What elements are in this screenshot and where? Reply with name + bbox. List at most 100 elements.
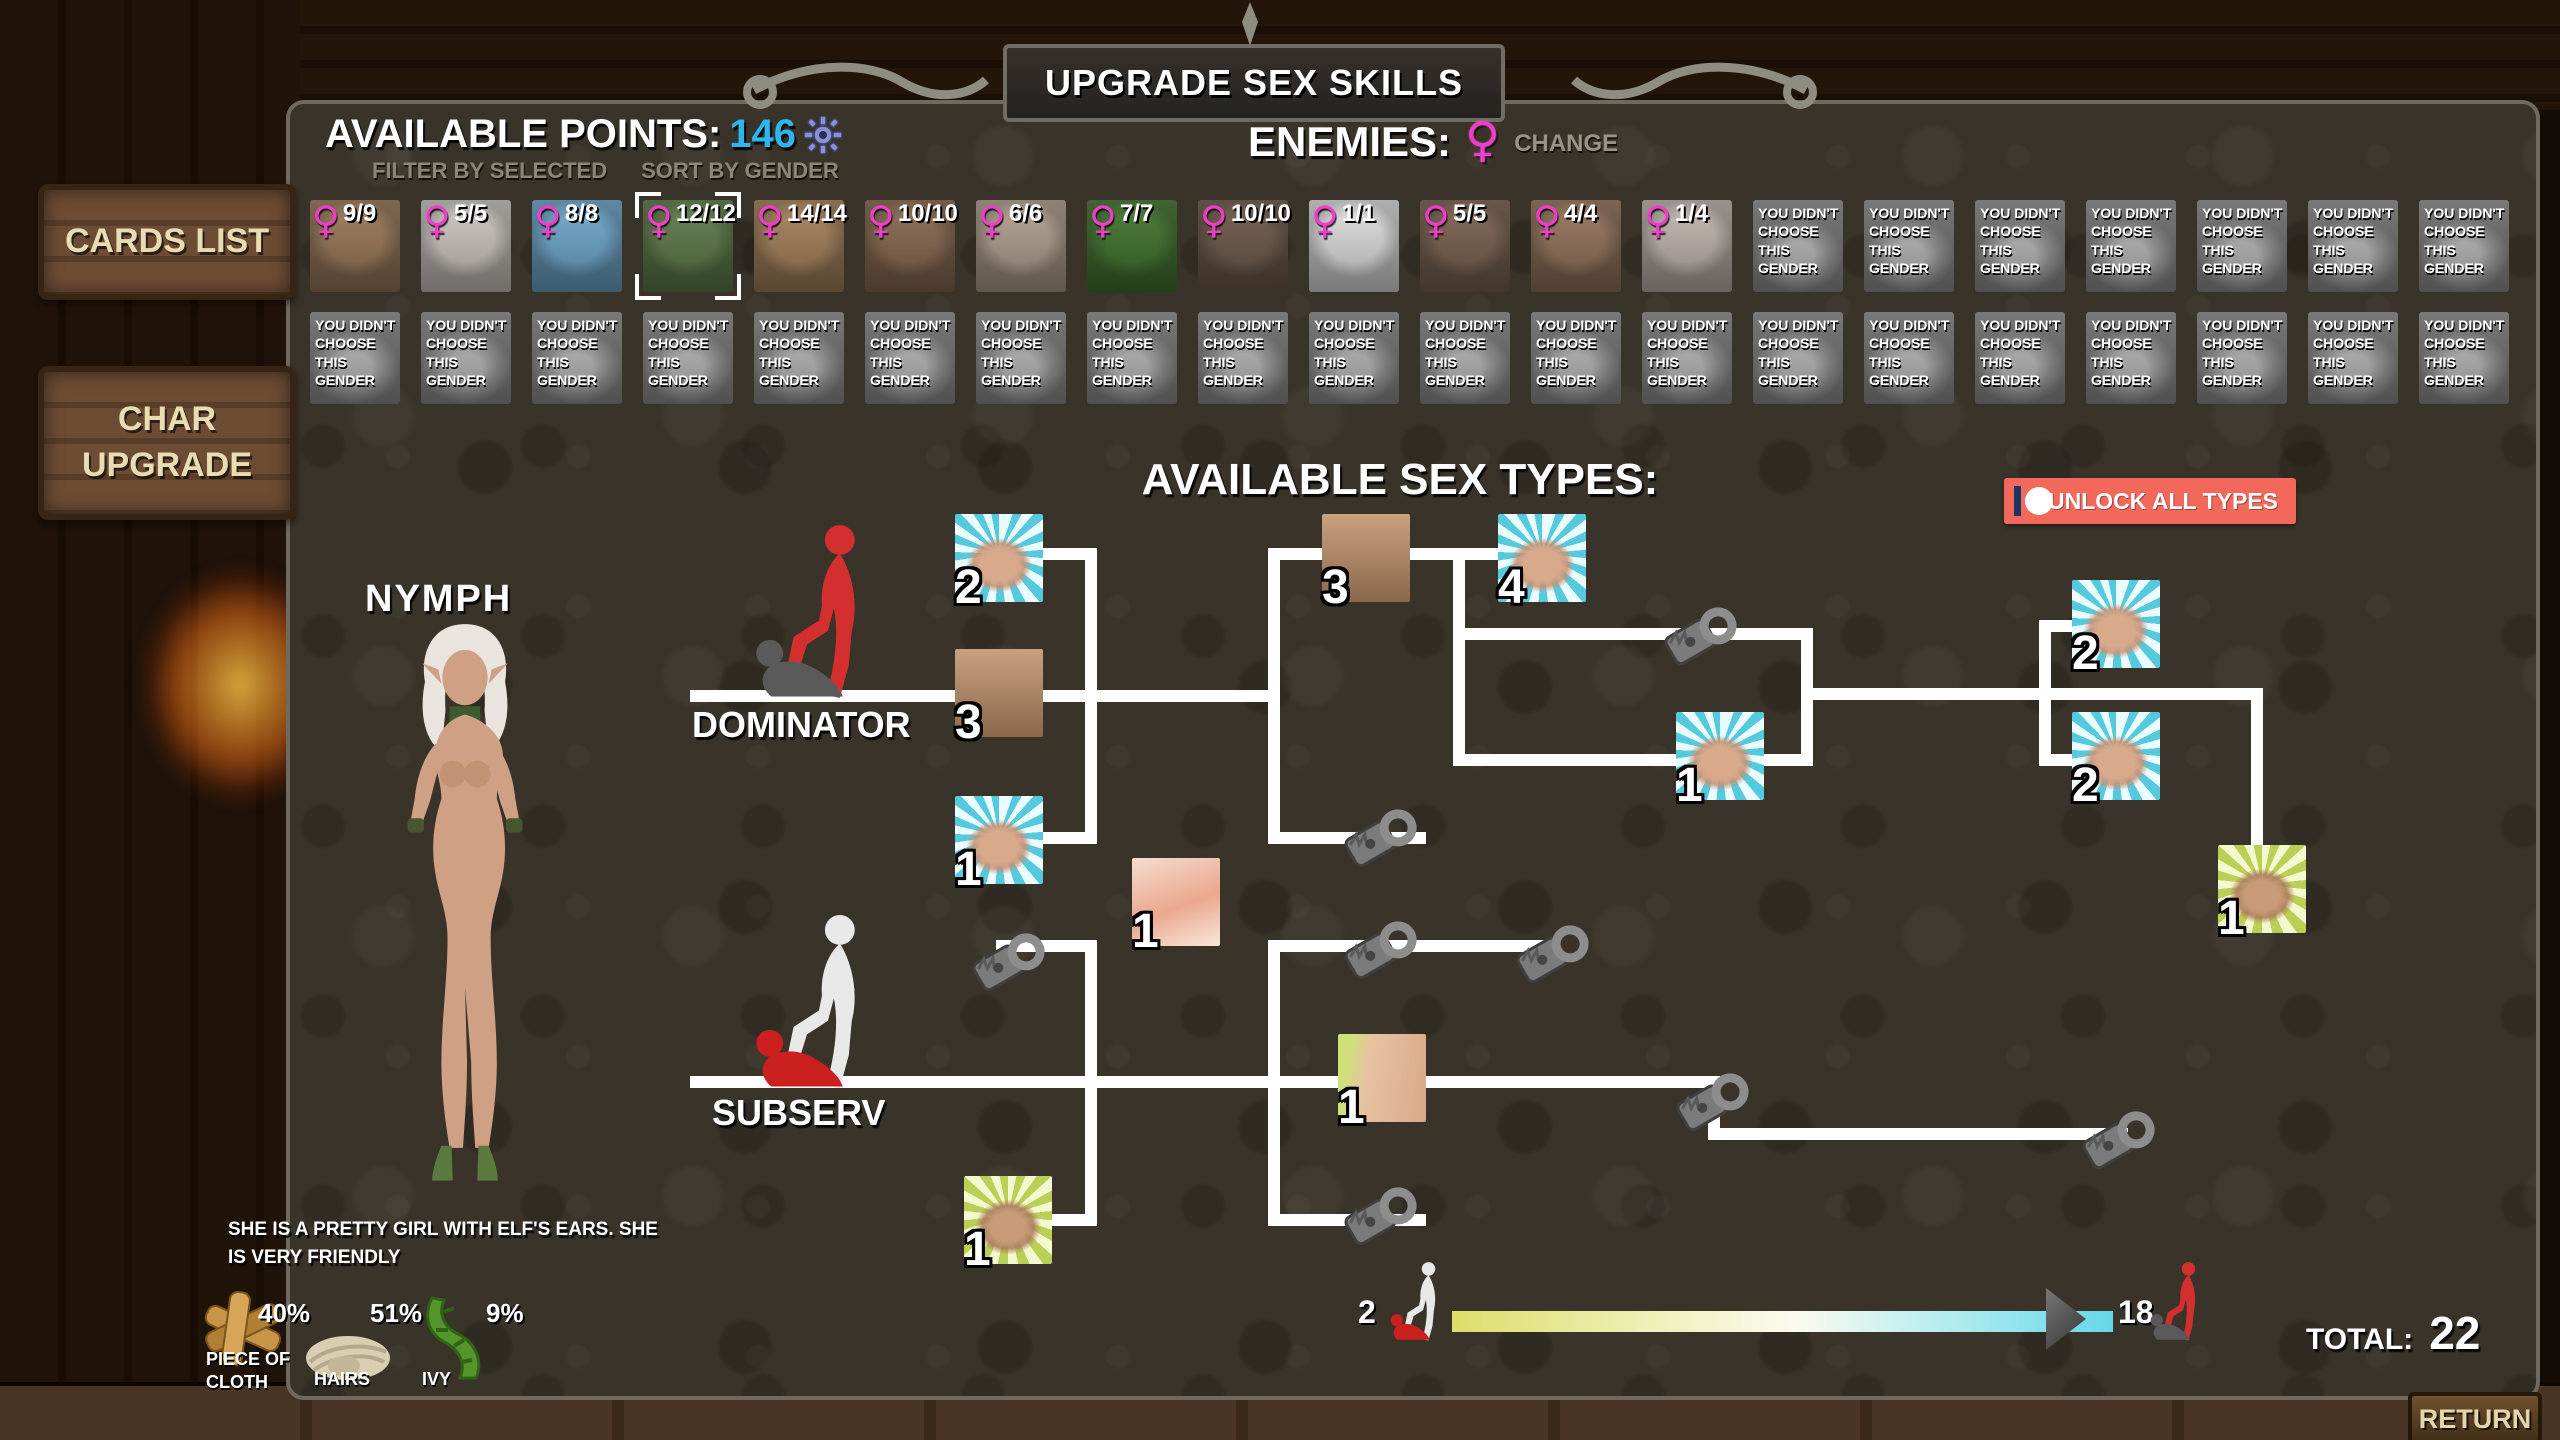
enemy-card-not-chosen[interactable]: You didn't choose this gender xyxy=(754,312,844,404)
enemy-card-count: 12/12 xyxy=(675,200,736,227)
enemy-card[interactable]: ♀7/7 xyxy=(1087,200,1177,292)
lock-icon xyxy=(1516,925,1589,984)
enemy-card-not-chosen[interactable]: You didn't choose this gender xyxy=(1531,312,1621,404)
not-chosen-text: You didn't choose this gender xyxy=(1092,317,1173,389)
enemy-card-not-chosen[interactable]: You didn't choose this gender xyxy=(1087,312,1177,404)
locked-skill-node[interactable] xyxy=(1660,592,1744,676)
enemy-card-not-chosen[interactable]: You didn't choose this gender xyxy=(2197,200,2287,292)
enemy-card-not-chosen[interactable]: You didn't choose this gender xyxy=(1198,312,1288,404)
enemy-card[interactable]: ♀14/14 xyxy=(754,200,847,292)
skill-node[interactable]: 3 xyxy=(1322,514,1410,612)
enemy-card[interactable]: ♀9/9 xyxy=(310,200,400,292)
locked-skill-node[interactable] xyxy=(1340,794,1424,878)
change-gender-button[interactable]: Change xyxy=(1514,130,1619,157)
enemy-card-not-chosen[interactable]: You didn't choose this gender xyxy=(1975,200,2065,292)
enemy-card-badge: ♀4/4 xyxy=(1533,200,1597,240)
enemy-card-not-chosen[interactable]: You didn't choose this gender xyxy=(1864,312,1954,404)
char-upgrade-label: Char Upgrade xyxy=(82,400,253,484)
total-value: 22 xyxy=(2429,1307,2481,1359)
female-symbol-icon: ♀ xyxy=(1089,198,1117,242)
enemy-card-not-chosen[interactable]: You didn't choose this gender xyxy=(421,312,511,404)
enemy-card-count: 10/10 xyxy=(1230,200,1291,227)
enemy-card-not-chosen[interactable]: You didn't choose this gender xyxy=(532,312,622,404)
enemy-card-not-chosen[interactable]: You didn't choose this gender xyxy=(1420,312,1510,404)
skill-node-level: 2 xyxy=(2072,627,2099,680)
locked-skill-node[interactable] xyxy=(1340,906,1424,990)
skill-node[interactable]: 1 xyxy=(955,796,1043,894)
lock-icon xyxy=(1676,1073,1749,1132)
enemy-card[interactable]: ♀5/5 xyxy=(421,200,511,292)
enemy-card[interactable]: ♀12/12 xyxy=(635,192,741,300)
enemy-card[interactable]: ♀5/5 xyxy=(1420,200,1510,292)
skill-node[interactable]: 3 xyxy=(955,649,1043,747)
locked-skill-node[interactable] xyxy=(1512,910,1596,994)
enemy-card-thumbnail xyxy=(1864,312,1954,404)
return-button[interactable]: Return xyxy=(2408,1392,2542,1440)
enemy-card-not-chosen[interactable]: You didn't choose this gender xyxy=(2419,200,2509,292)
sort-by-gender-button[interactable]: Sort by gender xyxy=(641,158,839,183)
filter-by-selected-button[interactable]: Filter by Selected xyxy=(372,158,608,183)
enemy-card-thumbnail xyxy=(2086,312,2176,404)
enemy-card-count: 7/7 xyxy=(1119,200,1154,227)
skill-node[interactable]: 2 xyxy=(955,514,1043,612)
enemy-card-not-chosen[interactable]: You didn't choose this gender xyxy=(2308,312,2398,404)
enemy-card[interactable]: ♀10/10 xyxy=(1198,200,1291,292)
enemy-card-thumbnail xyxy=(2197,200,2287,292)
enemy-card-badge: ♀8/8 xyxy=(534,200,598,240)
enemy-card-not-chosen[interactable]: You didn't choose this gender xyxy=(1642,312,1732,404)
enemy-card-not-chosen[interactable]: You didn't choose this gender xyxy=(1309,312,1399,404)
enemy-card-not-chosen[interactable]: You didn't choose this gender xyxy=(1753,312,1843,404)
ivy-item-percent: 9% xyxy=(486,1298,524,1328)
enemy-card-not-chosen[interactable]: You didn't choose this gender xyxy=(865,312,955,404)
skill-node[interactable]: 1 xyxy=(1676,712,1764,810)
cloth-item-label: Piece of cloth xyxy=(206,1349,291,1393)
enemy-card-badge: ♀12/12 xyxy=(645,200,736,240)
char-upgrade-button[interactable]: Char Upgrade xyxy=(38,366,296,520)
skill-node[interactable]: 1 xyxy=(2218,845,2306,943)
enemy-card-not-chosen[interactable]: You didn't choose this gender xyxy=(1975,312,2065,404)
not-chosen-text: You didn't choose this gender xyxy=(759,317,840,389)
enemy-card-not-chosen[interactable]: You didn't choose this gender xyxy=(2086,312,2176,404)
tree-line xyxy=(1268,548,1280,844)
skill-node[interactable]: 2 xyxy=(2072,712,2160,810)
dominator-branch-label: Dominator xyxy=(692,704,911,745)
card-filters: Filter by Selected Sort by gender xyxy=(372,158,839,184)
skill-node[interactable]: 1 xyxy=(964,1176,1052,1274)
lock-icon xyxy=(1344,809,1417,868)
cards-list-button[interactable]: Cards list xyxy=(38,184,296,300)
enemy-card[interactable]: ♀1/1 xyxy=(1309,200,1399,292)
skill-node[interactable]: 1 xyxy=(1338,1034,1426,1132)
enemy-card-thumbnail xyxy=(2197,312,2287,404)
enemy-card-not-chosen[interactable]: You didn't choose this gender xyxy=(2197,312,2287,404)
female-symbol-icon: ♀ xyxy=(423,198,451,242)
enemy-card[interactable]: ♀6/6 xyxy=(976,200,1066,292)
locked-skill-node[interactable] xyxy=(1340,1172,1424,1256)
enemy-card-not-chosen[interactable]: You didn't choose this gender xyxy=(310,312,400,404)
enemy-card-not-chosen[interactable]: You didn't choose this gender xyxy=(1753,200,1843,292)
enemy-card-not-chosen[interactable]: You didn't choose this gender xyxy=(643,312,733,404)
enemy-card[interactable]: ♀10/10 xyxy=(865,200,958,292)
not-chosen-text: You didn't choose this gender xyxy=(2202,317,2283,389)
enemy-card-not-chosen[interactable]: You didn't choose this gender xyxy=(2086,200,2176,292)
skill-node-level: 1 xyxy=(1338,1081,1365,1134)
enemy-card[interactable]: ♀8/8 xyxy=(532,200,622,292)
skill-node[interactable]: 1 xyxy=(1132,858,1220,956)
skill-node[interactable]: 2 xyxy=(2072,580,2160,678)
enemy-card[interactable]: ♀1/4 xyxy=(1642,200,1732,292)
enemy-card-thumbnail xyxy=(421,200,511,292)
enemy-card-not-chosen[interactable]: You didn't choose this gender xyxy=(2419,312,2509,404)
enemy-card-count: 5/5 xyxy=(453,200,488,227)
enemy-card-not-chosen[interactable]: You didn't choose this gender xyxy=(1864,200,1954,292)
enemy-card-not-chosen[interactable]: You didn't choose this gender xyxy=(2308,200,2398,292)
subserv-pose-figure xyxy=(756,914,855,1089)
skill-node[interactable]: 4 xyxy=(1498,514,1586,612)
not-chosen-text: You didn't choose this gender xyxy=(2091,317,2172,389)
plaque-ornament-right xyxy=(1571,62,1817,109)
enemy-card-not-chosen[interactable]: You didn't choose this gender xyxy=(976,312,1066,404)
enemy-card[interactable]: ♀4/4 xyxy=(1531,200,1621,292)
locked-skill-node[interactable] xyxy=(2078,1096,2162,1180)
unlock-all-types-button[interactable]: Unlock all types xyxy=(2004,478,2296,524)
not-chosen-text: You didn't choose this gender xyxy=(1869,317,1950,389)
locked-skill-node[interactable] xyxy=(1672,1058,1756,1142)
locked-skill-node[interactable] xyxy=(968,918,1052,1002)
